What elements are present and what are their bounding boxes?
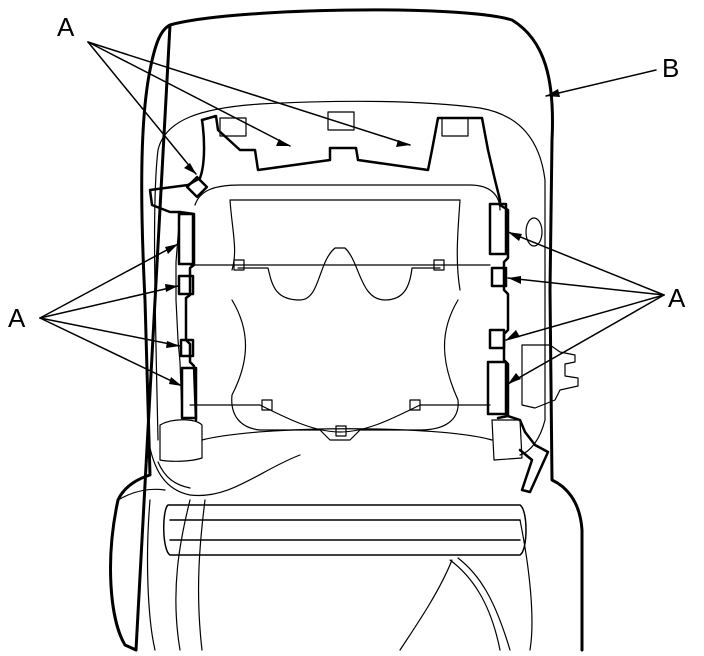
callout-arrowheads-right: [506, 232, 522, 384]
top-left-bracket: [148, 118, 206, 214]
callout-arrow-b: [545, 69, 657, 97]
callout-label-b: B: [662, 53, 680, 83]
recliner-knob-right: [525, 217, 543, 247]
callout-label-a-right: A: [668, 283, 686, 313]
cushion-wire-lower: [189, 404, 491, 433]
seat-base-contours: [117, 488, 533, 651]
top-pad-frame: [200, 114, 502, 207]
right-clip-2: [490, 266, 508, 288]
wire-clip-2: [433, 259, 445, 271]
wire-clip-4: [409, 399, 421, 411]
right-lower-bracket: [506, 414, 550, 494]
wire-clip-3: [261, 399, 273, 411]
callout-arrows-left: [39, 243, 183, 387]
wire-clip-5: [335, 425, 347, 437]
right-clip-4: [486, 360, 508, 416]
callout-label-a-left: A: [8, 303, 26, 333]
wire-harness: [175, 499, 511, 651]
frame-inner-outline: [194, 184, 501, 291]
left-clip-3: [179, 338, 195, 358]
callout-arrowhead-b: [546, 89, 560, 97]
left-clip-2: [177, 274, 195, 296]
callout-arrows-right: [505, 231, 665, 385]
wire-clip-1: [233, 259, 245, 271]
callout-arrows-top: [87, 41, 411, 175]
left-side-rail-inner: [175, 211, 183, 416]
right-clip-1: [488, 202, 508, 256]
clip-top-right: [441, 117, 469, 137]
lower-right-block: [491, 419, 523, 461]
cushion-lower-contour: [231, 299, 459, 441]
right-clip-3: [488, 328, 506, 350]
callout-arrowheads-left: [165, 244, 182, 386]
clip-top-left: [219, 117, 247, 137]
lower-frame: [149, 428, 493, 497]
cushion-upper-contour: [237, 247, 441, 301]
callout-arrowheads-top: [184, 139, 410, 174]
clip-top-center: [327, 111, 355, 131]
left-clip-4: [180, 366, 198, 420]
clip-diamond: [185, 175, 209, 199]
lower-left-block: [159, 419, 203, 462]
cushion-crossbar: [163, 504, 527, 556]
seat-back-inner-contour: [153, 100, 546, 456]
callout-label-a-top: A: [57, 12, 75, 42]
seat-back-outer-shell: [109, 8, 584, 652]
right-side-rail: [496, 203, 510, 420]
left-clip-1: [177, 212, 195, 266]
